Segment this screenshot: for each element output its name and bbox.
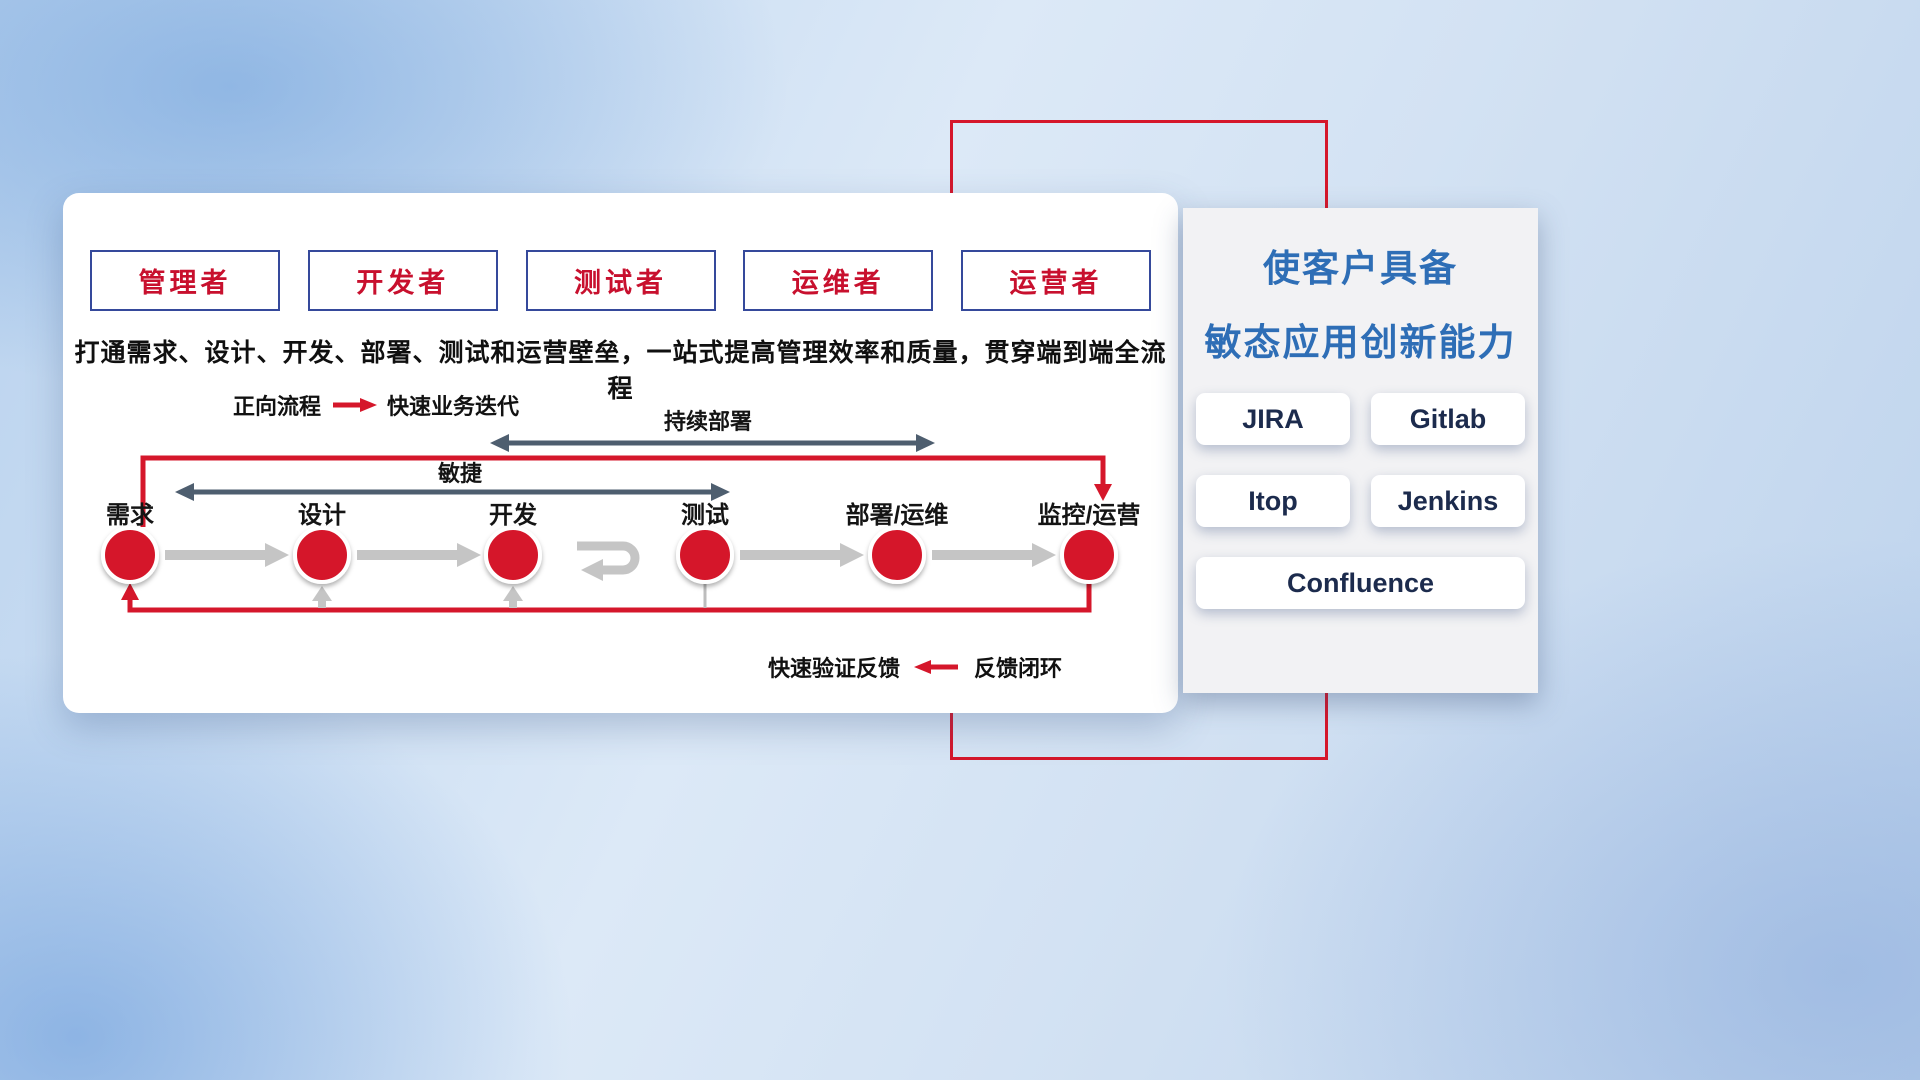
continuous-deploy-label: 持续部署 [664,409,752,434]
stage-node-requirements [101,526,159,584]
panel-title-line2: 敏态应用创新能力 [1204,322,1517,363]
flow-arrow-5 [932,543,1056,567]
role-box-manager: 管理者 [90,250,280,311]
agile-arrow [175,483,730,501]
stage-label-requirements: 需求 [106,502,154,529]
tool-chip-jira: JIRA [1196,393,1350,445]
tool-chip-itop: Itop [1196,475,1350,527]
role-label: 开发者 [356,268,450,298]
roles-row: 管理者 开发者 测试者 运维者 运营者 [90,250,1151,311]
feedback-loop-line [121,581,1092,613]
forward-flow-label: 正向流程 [233,394,322,419]
feedback-legend-label: 快速验证反馈 [768,656,901,681]
role-label: 运营者 [1009,268,1103,298]
stage-label-test: 测试 [681,502,729,529]
panel-title: 使客户具备 敏态应用创新能力 [1183,208,1538,374]
feedback-feed-arrow-design [312,586,332,608]
stage-node-deploy-ops [868,526,926,584]
role-label: 运维者 [791,268,885,298]
stage-label-design: 设计 [298,502,346,529]
description-text: 打通需求、设计、开发、部署、测试和运营壁垒，一站式提高管理效率和质量，贯穿端到端… [74,339,1167,403]
flow-diagram: 持续部署 敏捷 [101,409,1141,613]
feedback-legend-value: 反馈闭环 [974,656,1063,681]
stage-node-test [676,526,734,584]
agile-label: 敏捷 [437,461,483,486]
tool-chip-jenkins: Jenkins [1371,475,1525,527]
stage-label-monitor: 监控/运营 [1038,501,1141,529]
forward-flow-legend: 正向流程 快速业务迭代 [233,389,519,421]
red-arrow-left-icon [914,660,959,674]
forward-loop-line [140,455,1112,527]
stage-label-deploy-ops: 部署/运维 [846,501,949,529]
iteration-loop-icon [577,541,640,581]
devops-flow-card: 管理者 开发者 测试者 运维者 运营者 打通需求、设计、开发、部署、测试和运营壁… [63,193,1178,713]
feedback-feed-arrow-develop [503,586,523,608]
role-box-operator: 运营者 [961,250,1151,311]
role-box-tester: 测试者 [525,250,716,311]
capability-panel: 使客户具备 敏态应用创新能力 JIRA Gitlab Itop Jenkins … [1183,208,1538,693]
forward-flow-value: 快速业务迭代 [387,394,520,419]
flow-arrow-4 [740,543,864,567]
flow-arrow-2 [357,543,481,567]
tool-chip-confluence: Confluence [1196,557,1525,609]
role-label: 测试者 [574,268,667,298]
feedback-legend: 快速验证反馈 反馈闭环 [768,651,1062,683]
role-box-ops: 运维者 [743,250,934,311]
stage-label-develop: 开发 [489,501,537,529]
panel-title-line1: 使客户具备 [1263,248,1458,289]
continuous-deploy-arrow [490,434,935,452]
stage-node-design [293,526,351,584]
tools-grid: JIRA Gitlab Itop Jenkins Confluence [1196,393,1525,609]
stage-node-monitor [1060,526,1118,584]
stage-node-develop [484,526,542,584]
role-label: 管理者 [138,268,232,298]
flow-arrow-1 [165,543,289,567]
role-box-developer: 开发者 [307,250,498,311]
red-arrow-right-icon [333,398,378,412]
tool-chip-gitlab: Gitlab [1371,393,1525,445]
